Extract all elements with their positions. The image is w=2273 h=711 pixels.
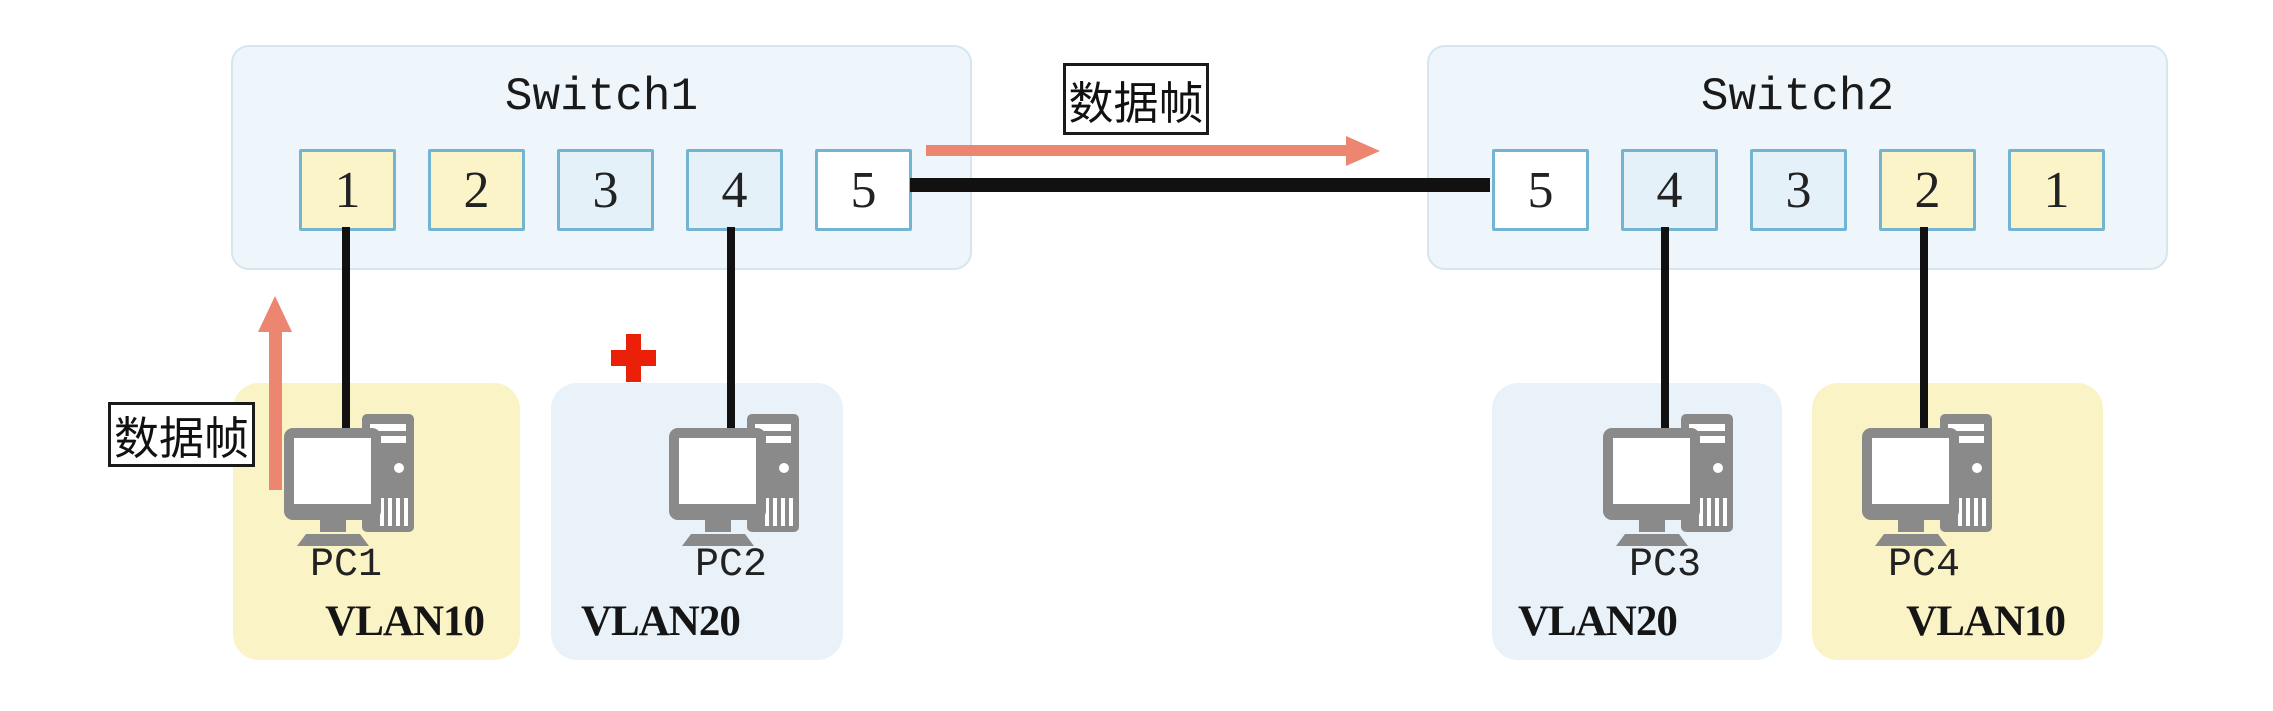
link-switch1-pc2 (727, 227, 735, 437)
pc1-label: PC1 (309, 543, 382, 588)
data-frame-label-left: 数据帧 (108, 402, 255, 467)
switch1-box: Switch1 1 2 3 4 5 (231, 45, 972, 270)
switch1-title: Switch1 (504, 71, 699, 123)
switch2-port-3: 3 (1750, 149, 1847, 231)
pc2-vlan-badge: VLAN20 (581, 598, 741, 645)
switch2-box: Switch2 5 4 3 2 1 (1427, 45, 2168, 270)
pc4-vlan-badge: VLAN10 (1906, 598, 2066, 645)
switch2-title: Switch2 (1700, 71, 1895, 123)
pc4-label: PC4 (1887, 543, 1960, 588)
switch2-port-4: 4 (1621, 149, 1718, 231)
data-frame-arrow-up-head-icon (258, 296, 292, 332)
switch1-port-3: 3 (557, 149, 654, 231)
switch1-port-4: 4 (686, 149, 783, 231)
link-switch2-pc3 (1661, 227, 1669, 437)
switch1-port-5: 5 (815, 149, 912, 231)
pc3-label: PC3 (1628, 543, 1701, 588)
link-switch2-pc4 (1920, 227, 1928, 437)
pc1-computer-icon (284, 414, 414, 546)
pc2-label: PC2 (694, 543, 767, 588)
link-switch1-pc1 (342, 227, 350, 437)
switch2-port-5: 5 (1492, 149, 1589, 231)
pc3-vlan-badge: VLAN20 (1518, 598, 1678, 645)
switch2-port-1: 1 (2008, 149, 2105, 231)
pc4-computer-icon (1862, 414, 1992, 546)
blocked-cross-icon (611, 334, 656, 382)
pc2-computer-icon (669, 414, 799, 546)
pc3-computer-icon (1603, 414, 1733, 546)
switch2-port-2: 2 (1879, 149, 1976, 231)
data-frame-arrow-right-head-icon (1346, 136, 1380, 166)
data-frame-arrow-right-icon (926, 145, 1346, 156)
pc1-vlan-badge: VLAN10 (325, 598, 485, 645)
data-frame-label-top: 数据帧 (1063, 63, 1209, 135)
data-frame-arrow-up-icon (269, 330, 282, 490)
switch1-port-1: 1 (299, 149, 396, 231)
trunk-link-switch1-switch2 (910, 178, 1490, 192)
switch1-port-2: 2 (428, 149, 525, 231)
